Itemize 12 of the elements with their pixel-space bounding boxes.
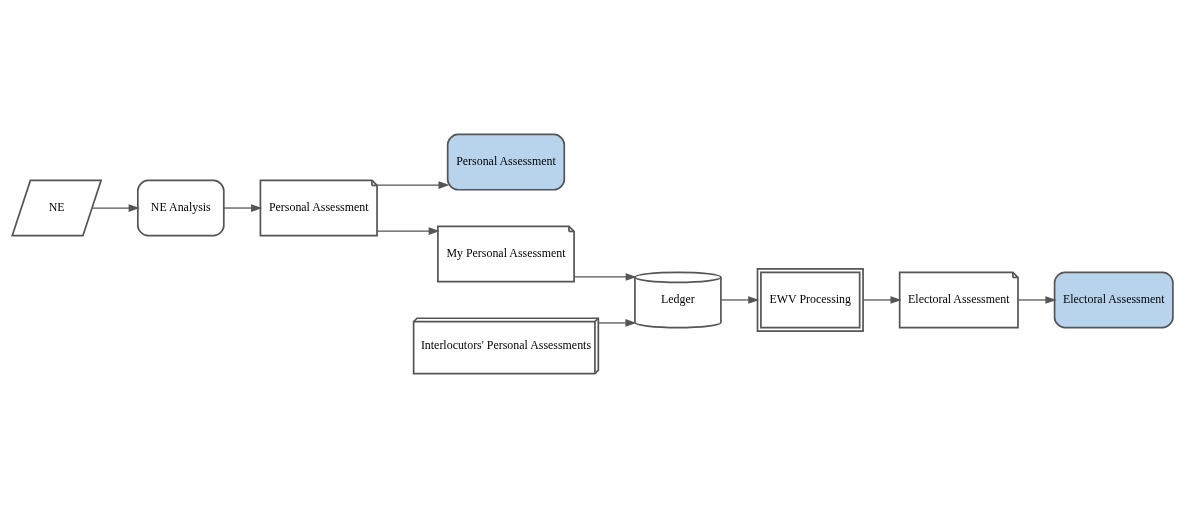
- arrow: [720, 296, 760, 304]
- arrow: [91, 204, 140, 212]
- arrow: [573, 273, 637, 281]
- node-box: Personal Assessment: [446, 133, 566, 191]
- node-box: Electoral Assessment: [1053, 271, 1174, 329]
- arrow: [1017, 296, 1057, 304]
- node-box: NE Analysis: [137, 179, 225, 237]
- arrow: [223, 204, 263, 212]
- arrow: [862, 296, 902, 304]
- arrow: [597, 319, 637, 327]
- arrow: [376, 181, 450, 189]
- arrow: [376, 227, 440, 235]
